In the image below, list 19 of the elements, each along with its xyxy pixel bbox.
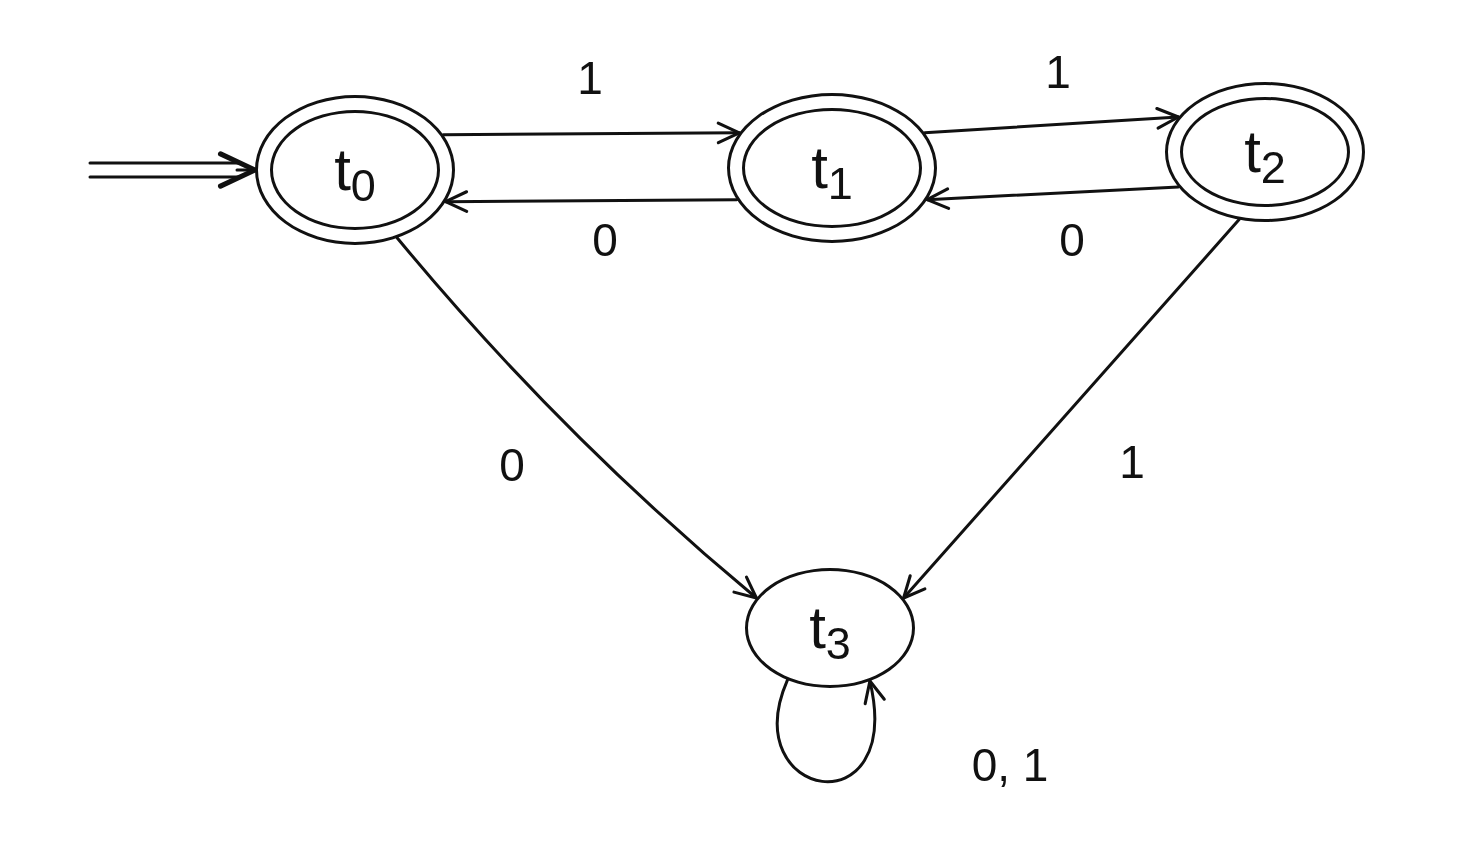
state-label: t$_{3}$ bbox=[809, 598, 851, 658]
self-loop-arrow bbox=[776, 678, 885, 783]
state-label: t$_{2}$ bbox=[1244, 122, 1286, 182]
start-arrow bbox=[88, 151, 258, 189]
state-circle bbox=[745, 568, 915, 688]
transition-arrow bbox=[923, 107, 1180, 135]
state-circle bbox=[742, 108, 922, 228]
outer-ring bbox=[727, 93, 937, 243]
outer-ring bbox=[1165, 82, 1365, 222]
state-circle bbox=[1180, 97, 1350, 207]
outer-ring bbox=[255, 95, 455, 245]
state-circle bbox=[270, 110, 440, 230]
transition-arrow bbox=[444, 190, 739, 213]
transition-arrow bbox=[395, 236, 758, 600]
state-label: t$_{0}$ bbox=[334, 140, 376, 200]
transition-arrow bbox=[925, 185, 1180, 210]
state-label: t$_{1}$ bbox=[811, 138, 853, 198]
transition-arrow bbox=[902, 218, 1241, 600]
transition-arrow bbox=[441, 121, 741, 145]
